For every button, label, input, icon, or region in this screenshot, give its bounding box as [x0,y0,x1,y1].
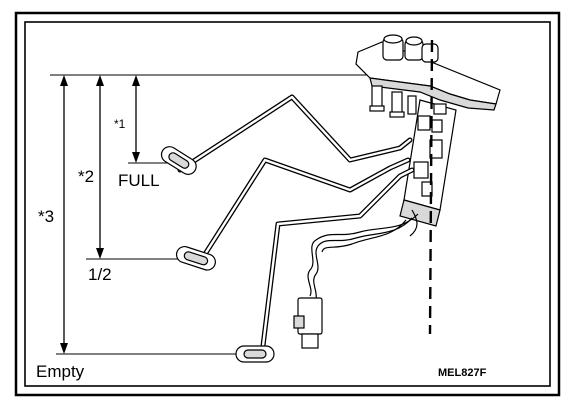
pump-window-6 [433,103,447,115]
connector-block-3 [421,43,439,63]
pump-window-5 [421,181,433,197]
pump-top-unit [355,34,501,118]
harness-wire-3 [321,219,407,253]
reference-lines [50,74,440,355]
center-line [428,39,434,335]
figure-code: MEL827F [438,367,487,379]
float-arm-full-core [178,95,412,172]
dim1-label: *1 [114,117,126,131]
float-half-inner [183,251,209,266]
floats [160,146,275,363]
pipe-3 [369,105,385,112]
flange-lower-rim [369,77,497,111]
float-full-inner [168,152,190,169]
dim3-arrow-head-top [60,75,68,86]
dim1-arrow-head-bottom [132,152,140,163]
pump-window-3 [429,139,443,159]
pipe-4 [389,111,405,118]
float-empty [235,345,275,363]
connector-cap-1 [383,34,403,44]
pump-window-4 [413,161,429,179]
dim3-arrow-head-bottom [60,343,68,354]
wiring-harness [307,209,419,301]
dim2-arrow-head-top [96,75,104,86]
frame-outer [14,11,561,397]
harness-wire-1 [307,213,419,297]
float-arms [177,94,415,357]
connector-tail [301,333,319,349]
full-label: FULL [118,171,160,190]
connector-cap-2 [405,36,423,46]
harness-wire-2 [313,217,413,301]
pump-window-2 [431,119,443,133]
dimension-arrows [60,75,140,354]
dim2-label: *2 [78,167,94,186]
pump-window-1 [417,115,431,131]
connector-latch [293,315,305,329]
frame-inner [24,21,551,387]
dim1-arrow-head-top [132,75,140,86]
dim2-arrow-head-bottom [96,248,104,259]
float-half [175,246,216,271]
harness-to-pump [409,209,418,237]
half-label: 1/2 [88,265,112,284]
dim3-label: *3 [38,207,54,226]
pipe-2 [391,91,403,115]
float-arm-empty [259,167,415,357]
float-arm-empty-core [260,168,414,356]
float-arm-half-core [198,158,410,264]
harness-connector [293,297,323,349]
pump-body [399,99,457,227]
empty-label: Empty [36,362,85,381]
float-empty-inner [243,349,267,359]
pipe-5 [407,95,417,115]
float-full [160,146,197,175]
